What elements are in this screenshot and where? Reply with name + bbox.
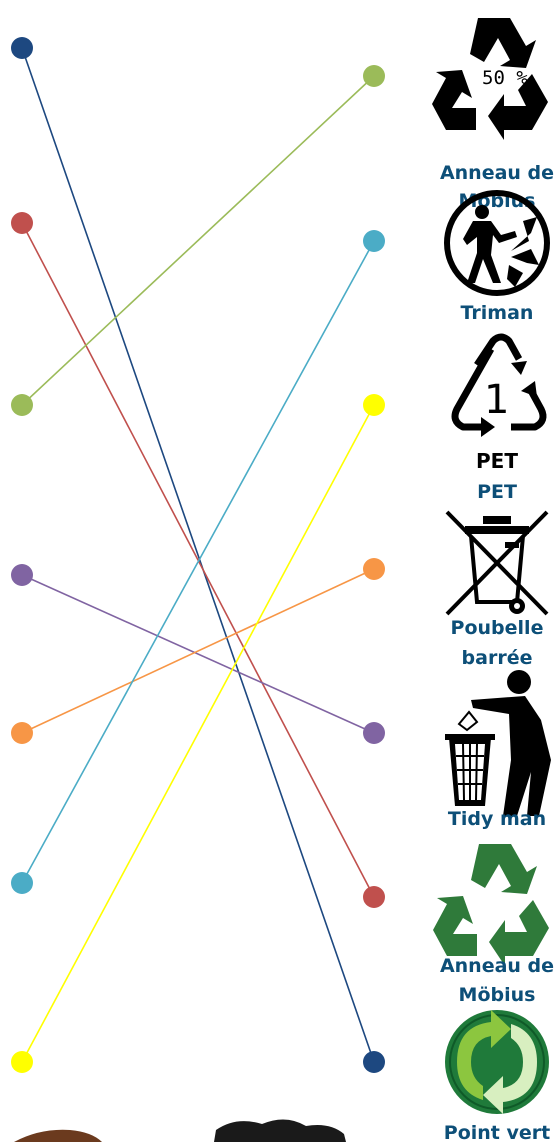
connection-line-7	[21, 404, 375, 1063]
mobius-50-percent-icon: 50 %	[432, 18, 548, 140]
right-dots	[363, 65, 385, 1073]
point-vert-symbol: Point vert	[444, 1010, 550, 1142]
connection-line-4	[21, 574, 375, 734]
crossed-bin-label-line2: barrée	[462, 647, 533, 669]
triman-label: Triman	[461, 302, 534, 324]
triman-symbol: Triman	[444, 190, 550, 324]
connection-line-3	[21, 75, 375, 406]
right-dot-7[interactable]	[363, 1051, 385, 1073]
tidy-man-symbol: Tidy man	[445, 670, 551, 830]
connection-line-1	[21, 47, 375, 1063]
mobius-green-label-line2: Möbius	[459, 984, 536, 1006]
pet-symbol: 1 PET PET	[451, 333, 547, 503]
crossed-bin-label-line1: Poubelle	[451, 617, 544, 639]
right-dot-6[interactable]	[363, 886, 385, 908]
tidy-man-icon	[445, 670, 551, 816]
pet-acronym: PET	[476, 449, 518, 473]
right-dot-4[interactable]	[363, 558, 385, 580]
crossed-bin-symbol: Poubelle barrée	[445, 510, 549, 669]
mobius-green-label-line1: Anneau de	[440, 955, 554, 977]
right-dot-5[interactable]	[363, 722, 385, 744]
tidy-man-label: Tidy man	[448, 808, 546, 830]
left-dot-4[interactable]	[11, 564, 33, 586]
pet-label: PET	[477, 481, 517, 503]
connection-line-5	[21, 568, 375, 734]
right-dot-1[interactable]	[363, 65, 385, 87]
left-dots	[11, 37, 33, 1073]
right-dot-3[interactable]	[363, 394, 385, 416]
right-dot-2[interactable]	[363, 230, 385, 252]
mobius-loop-icon	[433, 844, 549, 966]
left-dot-6[interactable]	[11, 872, 33, 894]
brown-shape-partial	[14, 1129, 102, 1142]
pet-resin-code-digit: 1	[484, 377, 509, 423]
left-dot-1[interactable]	[11, 37, 33, 59]
mobius-50-symbol: 50 % Anneau de Möbius	[432, 18, 554, 212]
left-dot-2[interactable]	[11, 212, 33, 234]
mobius-50-label-line1: Anneau de	[440, 162, 554, 184]
mobius-percent-text: 50 %	[482, 67, 528, 89]
left-dot-7[interactable]	[11, 1051, 33, 1073]
cropped-bottom-images	[14, 1119, 346, 1142]
connection-line-6	[21, 240, 375, 884]
connection-lines	[21, 47, 375, 1063]
crossed-out-wheelie-bin-icon	[445, 510, 549, 616]
triman-icon	[444, 190, 550, 296]
connection-line-2	[21, 222, 375, 898]
dark-shape-partial	[214, 1119, 346, 1142]
green-dot-icon	[445, 1010, 549, 1114]
left-dot-3[interactable]	[11, 394, 33, 416]
left-dot-5[interactable]	[11, 722, 33, 744]
mobius-green-symbol: Anneau de Möbius	[433, 844, 554, 1006]
point-vert-label: Point vert	[444, 1122, 550, 1142]
pet-resin-code-icon: 1	[451, 333, 547, 437]
